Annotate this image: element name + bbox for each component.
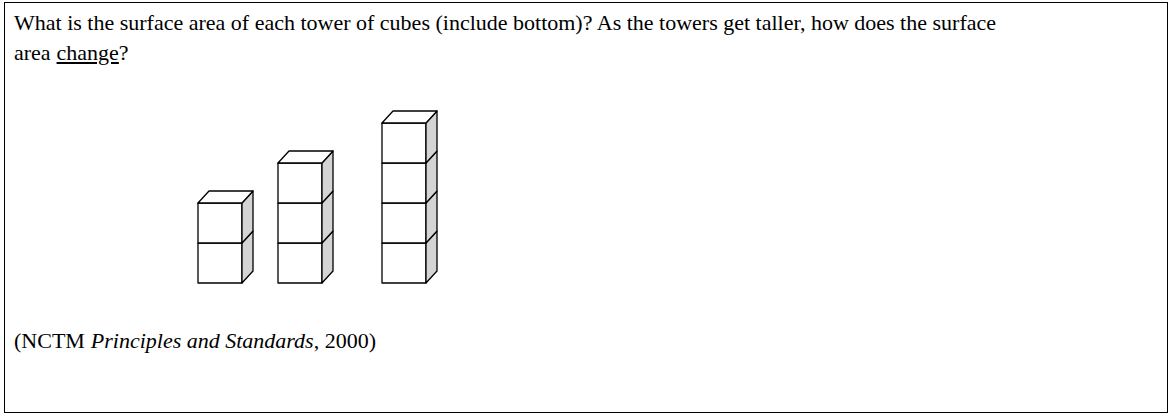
question-body: What is the surface area of each tower o… bbox=[14, 10, 996, 65]
cube-front bbox=[278, 203, 322, 243]
question-mark: ? bbox=[119, 40, 129, 65]
cube-top bbox=[198, 191, 253, 203]
cube-front bbox=[382, 123, 426, 163]
cube-front bbox=[382, 203, 426, 243]
cube-front bbox=[278, 243, 322, 283]
citation-title: Principles and Standards bbox=[91, 328, 314, 353]
citation-source: (NCTM bbox=[14, 328, 85, 353]
cube-top bbox=[278, 151, 333, 163]
cube-front bbox=[198, 243, 242, 283]
cube-top bbox=[382, 111, 437, 123]
underlined-word: change bbox=[57, 40, 119, 65]
cube-front bbox=[382, 163, 426, 203]
cube-front bbox=[278, 163, 322, 203]
citation: (NCTMPrinciples and Standards, 2000) bbox=[14, 326, 814, 356]
cube-front bbox=[382, 243, 426, 283]
citation-year: , 2000) bbox=[314, 328, 376, 353]
question-text: What is the surface area of each tower o… bbox=[14, 8, 1104, 68]
cube-front bbox=[198, 203, 242, 243]
